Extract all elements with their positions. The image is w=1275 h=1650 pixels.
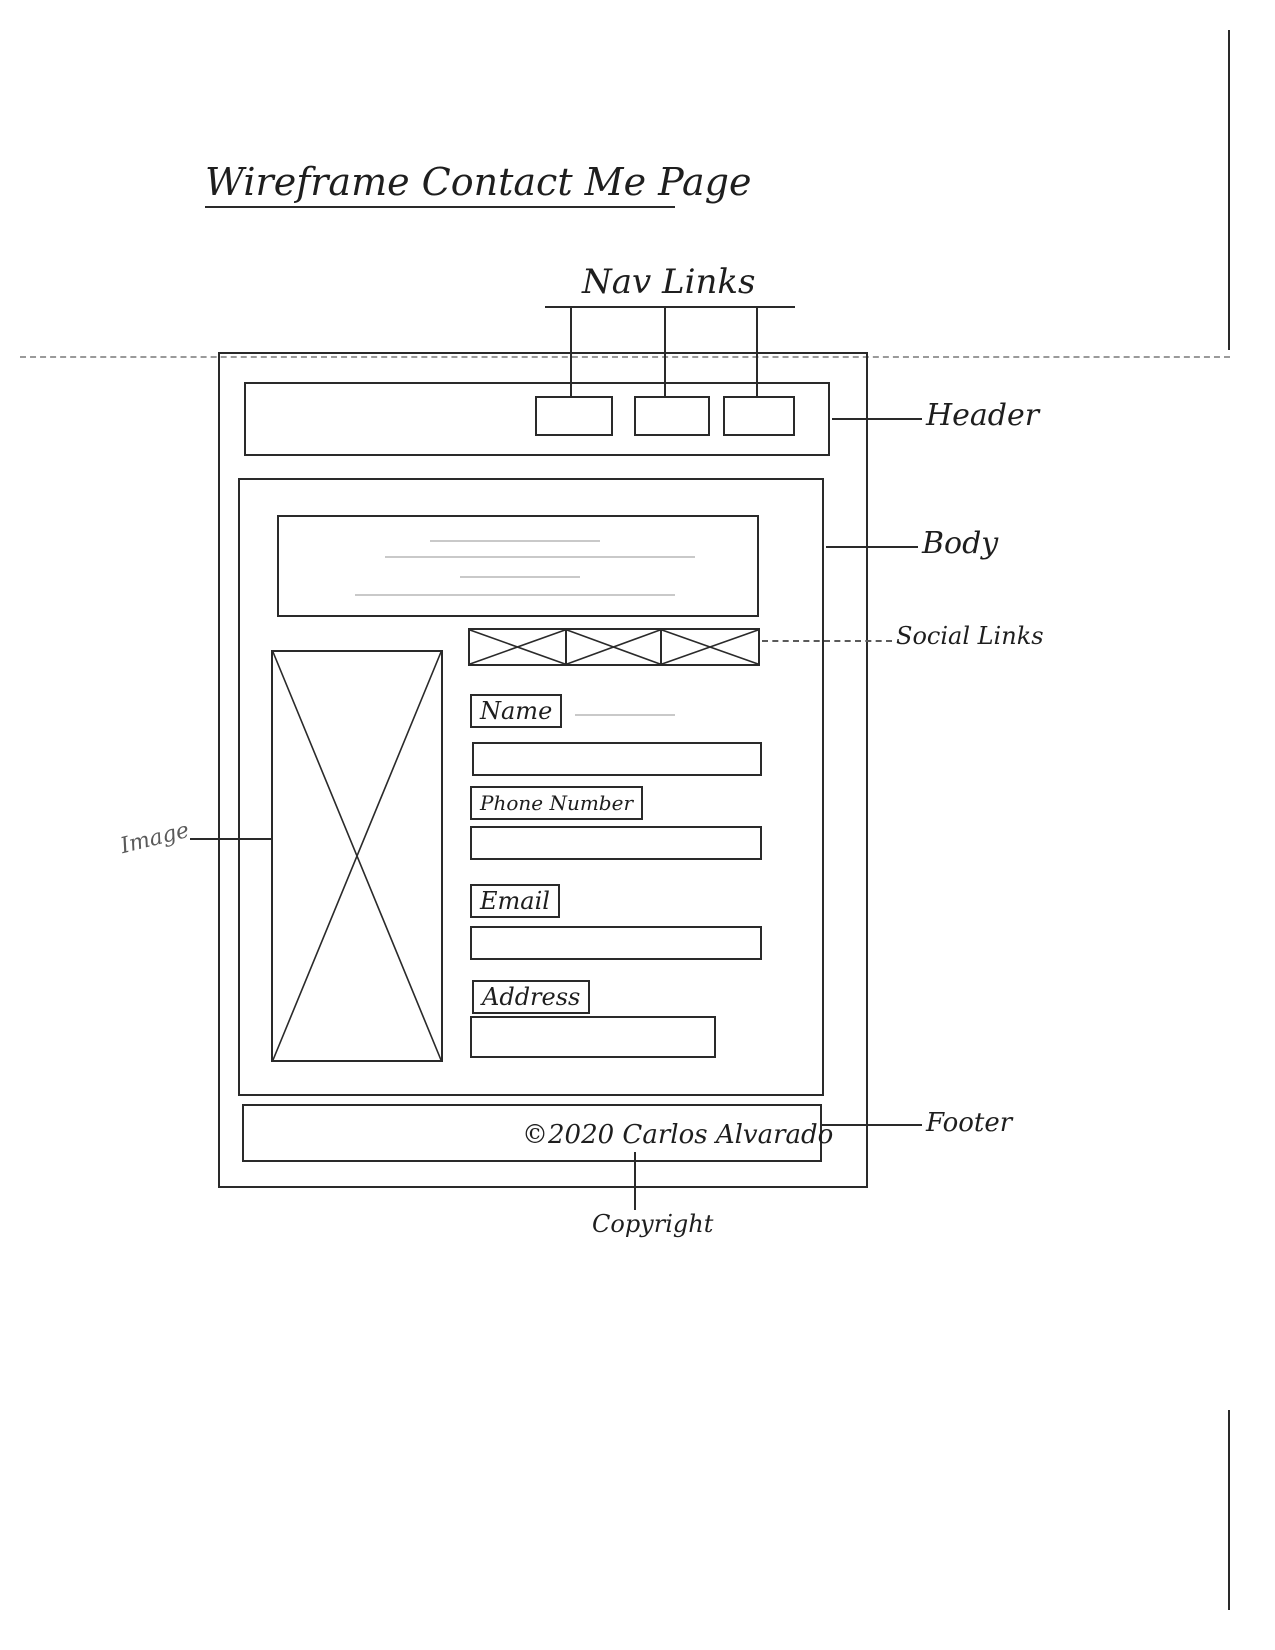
header-annotation: Header	[926, 398, 1040, 433]
name-input[interactable]	[472, 742, 762, 776]
name-label: Name	[470, 694, 563, 728]
page-edge-bottom	[1228, 1410, 1230, 1610]
page-title: Wireframe Contact Me Page	[205, 160, 752, 204]
nav-links-annotation: Nav Links	[582, 262, 756, 302]
header-pointer	[832, 418, 922, 420]
body-annotation: Body	[922, 526, 999, 561]
intro-text-line	[460, 576, 580, 578]
body-pointer	[826, 546, 918, 548]
intro-text-line	[430, 540, 600, 542]
email-input[interactable]	[470, 926, 762, 960]
footer-annotation: Footer	[926, 1108, 1013, 1138]
copyright-text: ©2020 Carlos Alvarado	[522, 1120, 834, 1150]
page-edge-top	[1228, 30, 1230, 350]
name-hint-line	[575, 714, 675, 716]
nav-link-1[interactable]	[535, 396, 613, 436]
nav-links-bracket	[545, 306, 795, 308]
nav-link-connector-2	[664, 306, 666, 396]
phone-number-label: Phone Number	[470, 786, 643, 820]
image-pointer	[190, 838, 272, 840]
social-divider-1	[565, 628, 567, 666]
footer-pointer	[822, 1124, 922, 1126]
nav-link-connector-1	[570, 306, 572, 396]
intro-text-line	[355, 594, 675, 596]
phone-number-input[interactable]	[470, 826, 762, 860]
social-links-pointer	[762, 640, 892, 642]
email-label: Email	[470, 884, 560, 918]
page-frame	[218, 352, 868, 1188]
intro-text-line	[385, 556, 695, 558]
address-input[interactable]	[470, 1016, 716, 1058]
social-links-annotation: Social Links	[896, 622, 1044, 650]
copyright-pointer	[634, 1152, 636, 1210]
nav-link-connector-3	[756, 306, 758, 396]
copyright-annotation: Copyright	[592, 1210, 714, 1238]
body-box	[238, 478, 824, 1096]
social-links-bar	[468, 628, 760, 666]
guide-line	[20, 356, 1230, 358]
title-underline	[205, 206, 675, 208]
nav-link-3[interactable]	[723, 396, 795, 436]
header-box	[244, 382, 830, 456]
address-label: Address	[472, 980, 591, 1014]
intro-text-block	[277, 515, 759, 617]
social-divider-2	[660, 628, 662, 666]
image-placeholder	[271, 650, 443, 1062]
nav-link-2[interactable]	[634, 396, 710, 436]
footer-box	[242, 1104, 822, 1162]
